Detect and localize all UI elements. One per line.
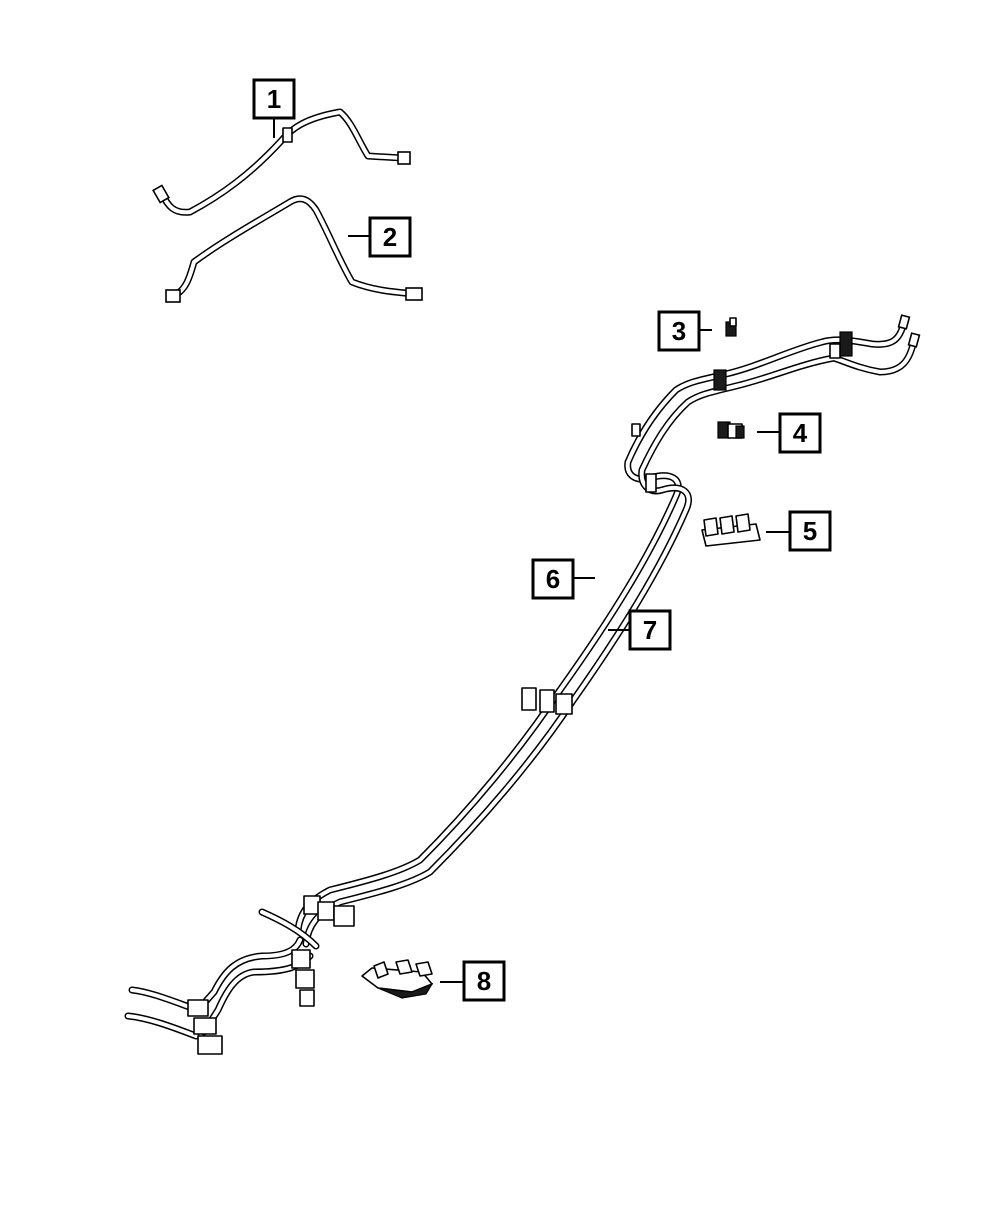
part-3-push-pin [725,317,737,337]
callout-5: 5 [788,510,832,552]
callout-7-label: 7 [643,615,657,645]
callout-3: 3 [657,310,701,352]
part-5-triple-clip [701,513,761,547]
part-2-tube [165,195,423,303]
callout-6-label: 6 [546,564,560,594]
callout-4-label: 4 [793,418,808,448]
callout-1-label: 1 [267,84,281,114]
callout-6: 6 [531,558,575,600]
part-6-7-long-tubes [124,314,921,1055]
part-8-bracket-clip [361,959,434,999]
callout-5-label: 5 [803,516,817,546]
callout-8: 8 [462,960,506,1002]
part-1-tube [152,108,411,216]
callout-2-label: 2 [383,222,397,252]
callout-8-label: 8 [477,966,491,996]
callout-4: 4 [778,412,822,454]
callout-7: 7 [628,609,672,651]
callout-3-label: 3 [672,316,686,346]
callout-1: 1 [252,78,296,120]
callout-2: 2 [368,216,412,258]
part-4-retainer [717,421,745,439]
